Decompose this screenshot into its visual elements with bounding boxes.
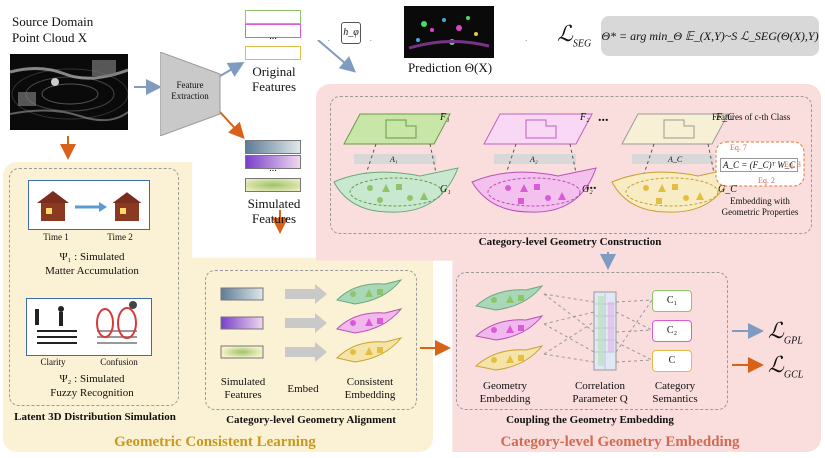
Ac-label: A_C: [668, 155, 683, 164]
coupling-col1-label: Geometry Embedding: [479, 380, 531, 405]
geometric-consistent-title: Geometric Consistent Learning: [114, 434, 316, 450]
construction-box: [330, 96, 812, 234]
point-cloud-image: [10, 54, 128, 130]
original-dots: ...: [269, 31, 277, 42]
matter-accumulation-box: [28, 180, 150, 230]
alignment-graphics: [220, 279, 403, 363]
G2-label: G₂: [582, 184, 593, 195]
category-c2: C₂: [652, 320, 692, 342]
simulated-feature-magenta: [245, 155, 301, 169]
alignment-box: [205, 270, 417, 410]
original-feature-magenta: [245, 24, 301, 38]
prediction-label: Prediction Θ(X): [407, 60, 493, 75]
embedding-title: Category-level Geometry Embedding: [500, 434, 740, 450]
ac-formula: A_C = (F_C)ᵀ W_C: [720, 158, 799, 172]
original-features-label: Original Features: [251, 64, 297, 94]
loss-gcl: ℒGCL: [768, 352, 804, 381]
alignment-col1-label: Simulated Features: [220, 376, 266, 401]
time1-label: Time 1: [43, 232, 69, 242]
simulated-feature-green: [245, 140, 301, 154]
clarity-label: Clarity: [40, 357, 66, 367]
simulated-dots: ...: [269, 163, 277, 174]
alignment-title: Category-level Geometry Alignment: [226, 414, 396, 426]
head-box: h_φ: [341, 22, 361, 44]
feature-extractor: [160, 52, 221, 136]
A1-label: A₁: [390, 155, 398, 164]
eq3-label: Eq. 3: [784, 160, 801, 169]
top-arrows: [134, 40, 527, 234]
psi2-label: Ψ₂ : Simulated Fuzzy Recognition: [50, 373, 134, 399]
construction-title: Category-level Geometry Construction: [478, 236, 662, 248]
F1-label: F₁: [440, 112, 450, 123]
latent-simulation-box: [9, 168, 179, 406]
loss-gpl: ℒGPL: [768, 318, 803, 347]
category-c1: C₁: [652, 290, 692, 312]
eq2-label: Eq. 2: [758, 176, 775, 185]
alignment-col2-label: Embed: [287, 383, 319, 395]
eq7-label: Eq. 7: [730, 143, 747, 152]
confusion-label: Confusion: [100, 357, 138, 367]
time2-label: Time 2: [107, 232, 133, 242]
input-title: Source Domain Point Cloud X: [12, 14, 94, 45]
coupling-graphics: [474, 285, 653, 371]
A2-label: A₂: [530, 155, 538, 164]
category-c: C: [652, 350, 692, 372]
objective-formula: Θ* = arg min_Θ 𝔼_(X,Y)~S ℒ_SEG(Θ(X),Y): [601, 16, 819, 56]
coupling-box: [456, 272, 728, 410]
G1-label: G₁: [440, 184, 451, 195]
dots-bottom: ...: [586, 178, 597, 193]
psi1-label: Ψ₁ : Simulated Matter Accumulation: [45, 251, 139, 277]
fuzzy-recognition-box: [26, 298, 152, 356]
simulated-features-label: Simulated Features: [247, 196, 301, 226]
coupling-col3-label: Category Semantics: [652, 380, 698, 405]
features-of-class: Features of c-th Class: [712, 112, 791, 122]
embedding-geometric-properties: Embedding with Geometric Properties: [721, 196, 799, 217]
coupling-col2-label: Correlation Parameter Q: [572, 380, 628, 405]
coupling-title: Coupling the Geometry Embedding: [506, 414, 674, 426]
F2-label: F₂: [580, 112, 590, 123]
construction-graphics: [333, 113, 805, 213]
Fc-label: F_C: [716, 112, 734, 123]
dots-top: ...: [598, 110, 609, 125]
extractor-label: Feature Extraction: [171, 80, 209, 101]
prediction-image: [404, 6, 494, 58]
loss-seg: ℒSEG: [557, 21, 592, 50]
alignment-col3-label: Consistent Embedding: [344, 376, 396, 401]
simulated-feature-gold: [245, 178, 301, 192]
Gc-label: G_C: [718, 184, 737, 195]
latent-simulation-title: Latent 3D Distribution Simulation: [14, 411, 176, 423]
original-feature-gold: [245, 46, 301, 60]
original-feature-green: [245, 10, 301, 24]
